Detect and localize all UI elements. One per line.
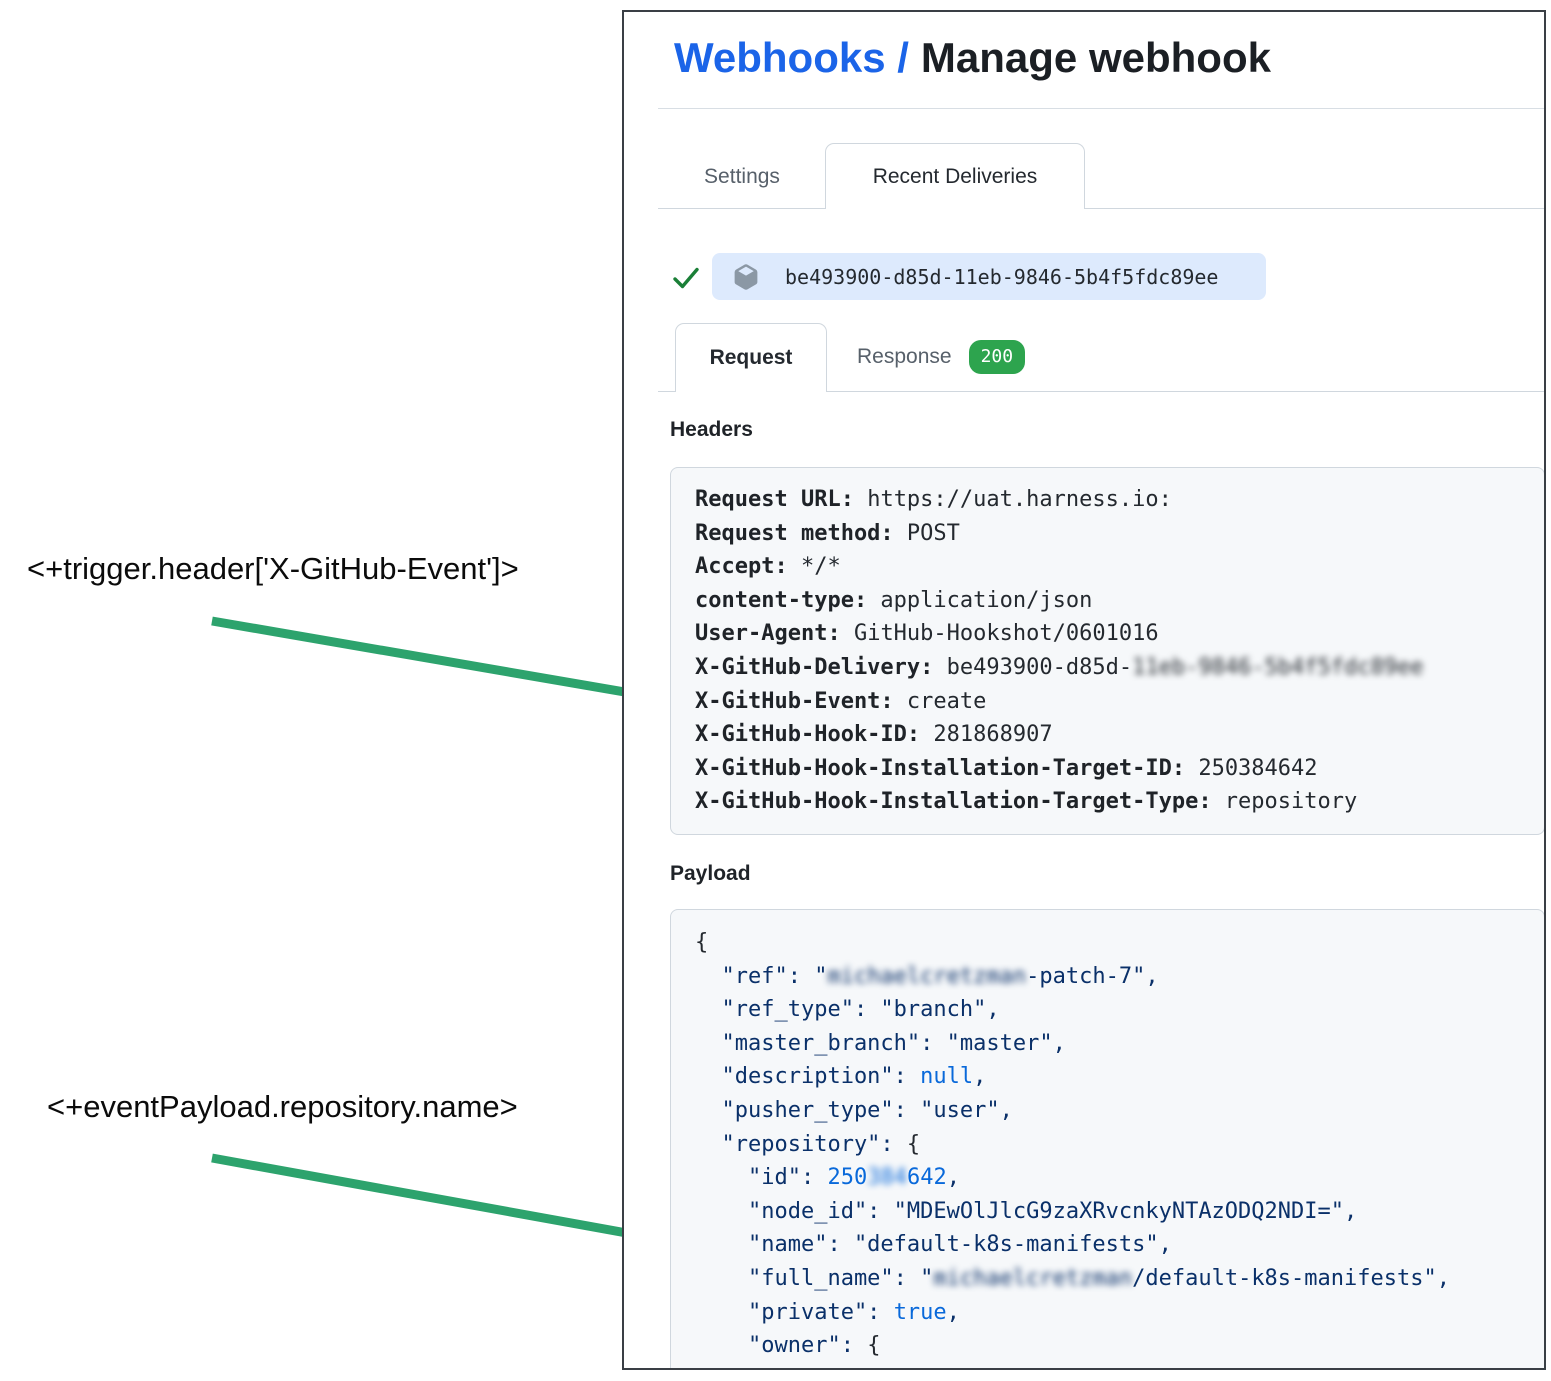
arrow-to-repository-name	[211, 1153, 713, 1260]
tab-response[interactable]: Response 200	[857, 323, 1026, 391]
payload-line: "master_branch": "master",	[695, 1030, 1066, 1056]
header-line: Request method: POST	[695, 520, 960, 546]
tab-response-label: Response	[857, 345, 952, 368]
header-line: content-type: application/json	[695, 587, 1093, 613]
header-line: Request URL: https://uat.harness.io:	[695, 487, 1172, 512]
response-status-badge: 200	[968, 340, 1026, 374]
arrow-to-x-github-event	[211, 616, 673, 712]
breadcrumb-webhooks-link[interactable]: Webhooks /	[674, 34, 909, 81]
header-line: X-GitHub-Hook-Installation-Target-ID: 25…	[695, 755, 1318, 781]
payload-line: "owner": {	[695, 1333, 881, 1359]
delivery-success-check-icon	[673, 267, 699, 289]
payload-line: "pusher_type": "user",	[695, 1097, 1013, 1123]
header-line: User-Agent: GitHub-Hookshot/0601016	[695, 621, 1159, 647]
delivery-guid-item[interactable]: be493900-d85d-11eb-9846-5b4f5fdc89ee	[712, 253, 1266, 300]
header-line: X-GitHub-Event: create	[695, 688, 987, 714]
headers-box: Request URL: https://uat.harness.io: Requ…	[670, 467, 1544, 835]
annotation-event-payload-expression: <+eventPayload.repository.name>	[47, 1089, 518, 1124]
header-line: X-GitHub-Hook-ID: 281868907	[695, 722, 1053, 748]
payload-line: "full_name": "michaelcretzman/default-k8…	[695, 1265, 1450, 1291]
page-title: Webhooks /Manage webhook	[674, 34, 1271, 82]
annotation-trigger-header-expression: <+trigger.header['X-GitHub-Event']>	[27, 551, 519, 586]
delivery-guid: be493900-d85d-11eb-9846-5b4f5fdc89ee	[785, 264, 1219, 289]
payload-section-title: Payload	[670, 862, 751, 885]
payload-line: "ref_type": "branch",	[695, 997, 1000, 1023]
payload-line: "description": null,	[695, 1064, 987, 1090]
payload-box: { "ref": "michaelcretzman-patch-7", "ref…	[670, 909, 1544, 1368]
tab-request[interactable]: Request	[675, 323, 827, 392]
package-icon	[734, 263, 758, 290]
breadcrumb-current: Manage webhook	[920, 34, 1271, 81]
payload-line: "ref": "michaelcretzman-patch-7",	[695, 963, 1159, 989]
header-line: X-GitHub-Delivery: be493900-d85d-11eb-98…	[695, 654, 1424, 680]
tabbar-divider	[658, 208, 1544, 209]
headers-section-title: Headers	[670, 418, 753, 441]
tab-settings[interactable]: Settings	[704, 164, 780, 188]
header-line: X-GitHub-Hook-Installation-Target-Type: …	[695, 789, 1358, 815]
payload-line: "node_id": "MDEwOlJlcG9zaXRvcnkyNTAzODQ2…	[695, 1198, 1358, 1224]
header-line: Accept: */*	[695, 554, 841, 580]
payload-line: "private": true,	[695, 1299, 960, 1325]
subtabbar-divider	[658, 391, 1544, 392]
payload-line: "name": "default-k8s-manifests",	[695, 1232, 1172, 1258]
payload-line: {	[695, 930, 709, 955]
payload-line: "repository": {	[695, 1131, 921, 1157]
manage-webhook-panel: Webhooks /Manage webhook Settings Recent…	[622, 10, 1546, 1370]
tab-recent-deliveries[interactable]: Recent Deliveries	[825, 143, 1085, 209]
payload-line: "id": 250384642,	[695, 1165, 960, 1191]
title-divider	[658, 108, 1544, 109]
